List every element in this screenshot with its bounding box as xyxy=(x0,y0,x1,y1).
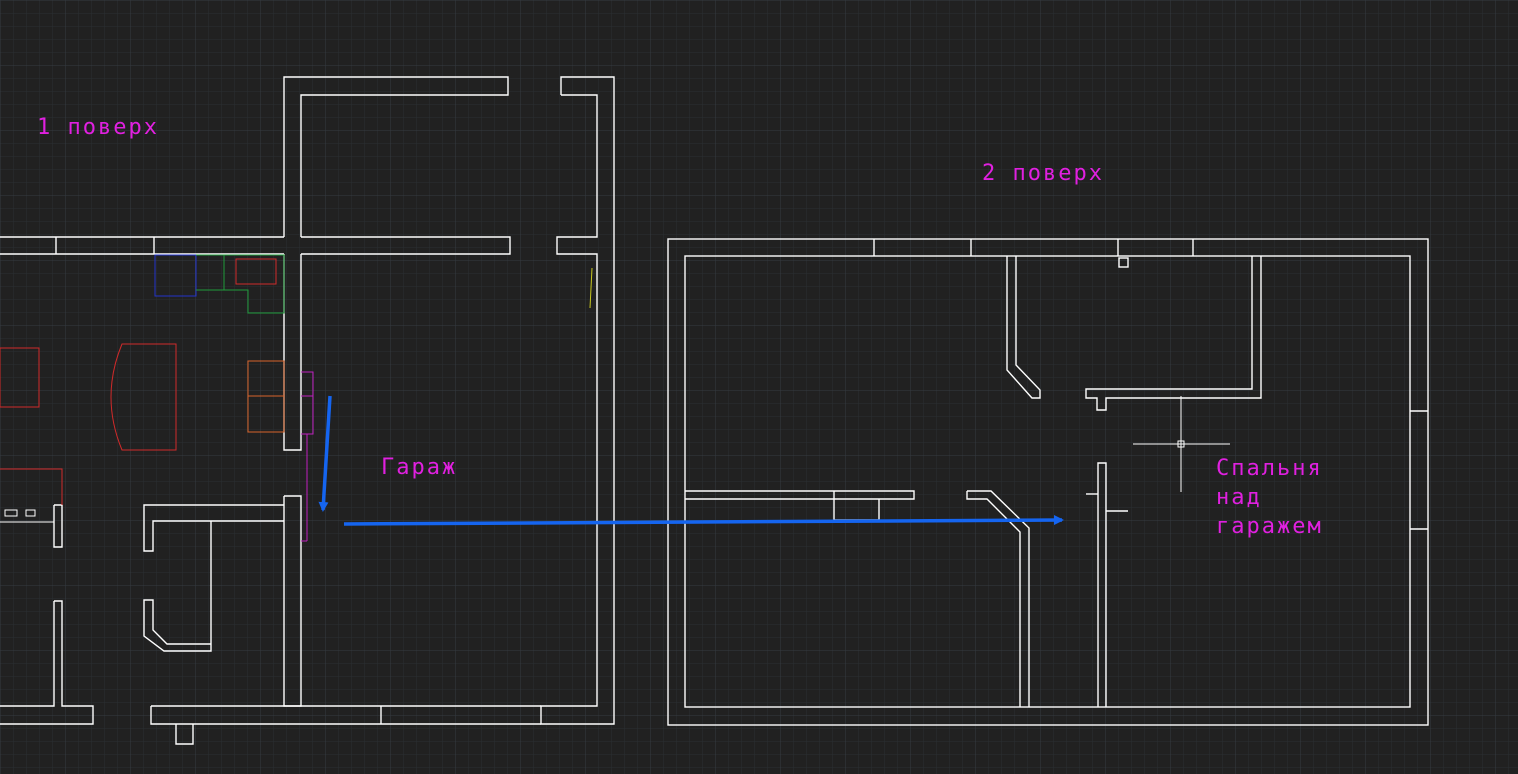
bedroom-label-line3: гаражем xyxy=(1216,514,1323,539)
floor1-walls xyxy=(0,76,615,745)
yellow-mark xyxy=(589,267,593,309)
bedroom-label-line1: Спальня xyxy=(1216,456,1323,481)
table xyxy=(110,343,177,451)
floor2-label: 2 поверх xyxy=(982,161,1104,186)
kitchen-counter xyxy=(196,254,285,314)
bedroom-label-line2: над xyxy=(1216,485,1262,510)
floor1-furniture xyxy=(0,254,593,542)
sink xyxy=(235,258,277,285)
arrow-icon xyxy=(318,395,1064,526)
floor2-walls xyxy=(667,238,1429,726)
garage-label: Гараж xyxy=(381,455,457,480)
crosshair-cursor-icon xyxy=(1133,396,1230,492)
floor1-label: 1 поверх xyxy=(37,115,159,140)
stove xyxy=(0,468,63,505)
blue-appliance xyxy=(154,254,197,297)
sofa xyxy=(0,347,40,408)
